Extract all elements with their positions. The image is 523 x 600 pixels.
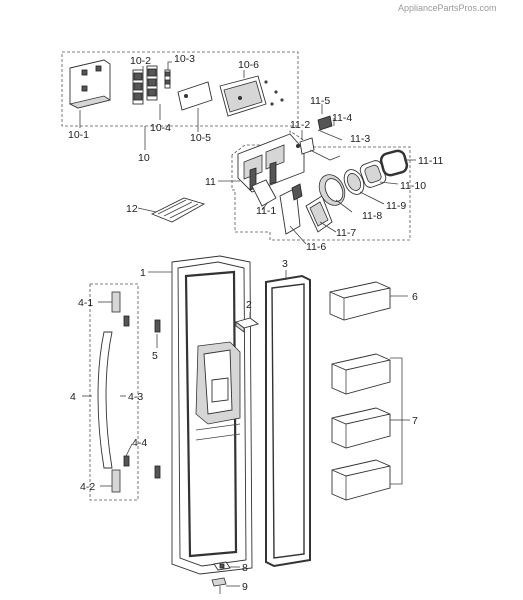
- group-11-dashed-box: [231, 130, 411, 241]
- callout-1: 1: [140, 267, 146, 279]
- group-4-handle-assembly: 4-1 4-2 4-3 4-4 4: [70, 283, 147, 501]
- callout-4: 4: [70, 391, 76, 403]
- part-11-11-seal: [379, 149, 409, 177]
- callout-11-9: 11-9: [386, 200, 406, 212]
- callout-10-2: 10-2: [130, 55, 151, 67]
- callout-11-11: 11-11: [418, 155, 443, 167]
- callout-6: 6: [412, 291, 418, 303]
- callout-11-2: 11-2: [290, 119, 310, 131]
- group-10-assembly: 10-1 10-2 10-3 10-4 10-5 10-6 10: [61, 51, 299, 164]
- door-bin-top: [331, 353, 391, 395]
- callout-10-1: 10-1: [68, 129, 89, 141]
- callout-4-3: 4-3: [128, 391, 143, 403]
- part-5-stoppers: 5: [152, 319, 161, 479]
- part-12-drip-tray: 12: [126, 197, 206, 223]
- part-8-hinge-cap: 8: [213, 561, 248, 574]
- callout-11: 11: [205, 176, 216, 188]
- callout-8: 8: [242, 562, 248, 574]
- part-11-9-ring: [343, 169, 365, 195]
- part-11-dispenser-housing: [237, 133, 305, 193]
- part-3-door-gasket: 3: [265, 258, 311, 568]
- callout-4-4: 4-4: [132, 437, 147, 449]
- group-11-dispenser-assembly: 11 11-1 11-2 11-3 11-4 11-5 11-6 11-7 11…: [205, 95, 443, 253]
- callout-11-4: 11-4: [332, 112, 352, 124]
- part-11-10-gasket: [359, 160, 387, 188]
- callout-7: 7: [412, 415, 418, 427]
- part-11-7-chute: [305, 195, 333, 233]
- callout-11-6: 11-6: [306, 241, 326, 253]
- part-10-2-switch-set: [132, 65, 158, 105]
- callout-10: 10: [138, 152, 150, 164]
- callout-5: 5: [152, 350, 158, 362]
- callout-11-8: 11-8: [362, 210, 382, 222]
- group-4-dashed-box: [89, 283, 139, 501]
- callout-2: 2: [246, 299, 252, 311]
- part-11-2-11-5-small-parts: [296, 115, 341, 161]
- part-1-door-assembly: 1: [140, 255, 253, 575]
- callout-12: 12: [126, 203, 138, 215]
- part-10-1-bracket: [68, 59, 111, 109]
- callout-11-5: 11-5: [310, 95, 330, 107]
- callout-10-5: 10-5: [190, 132, 211, 144]
- callout-10-4: 10-4: [150, 122, 171, 134]
- part-9-hinge-pin: 9: [211, 577, 248, 594]
- callout-10-3: 10-3: [174, 53, 195, 65]
- watermark: AppliancePartsPros.com: [398, 3, 497, 13]
- callout-9: 9: [242, 581, 248, 593]
- callout-4-1: 4-1: [78, 297, 93, 309]
- part-7-door-bins: 7: [331, 353, 418, 501]
- callout-11-3: 11-3: [350, 133, 370, 145]
- part-4-2-handle-cap: [111, 469, 121, 493]
- part-2-cap: 2: [235, 299, 259, 333]
- part-4-4-handle-cap: [123, 455, 130, 467]
- callout-11-1: 11-1: [256, 205, 276, 217]
- part-10-5-panel: [177, 81, 213, 111]
- part-11-8-duct: [318, 174, 346, 206]
- part-4-1-handle-cap: [111, 291, 130, 327]
- door-bin-middle: [331, 407, 391, 449]
- callout-4-2: 4-2: [80, 481, 95, 493]
- door-bin-bottom: [331, 459, 391, 501]
- callout-10-6: 10-6: [238, 59, 259, 71]
- callout-11-7: 11-7: [336, 227, 356, 239]
- part-11-1-lever: [251, 179, 277, 207]
- callout-3: 3: [282, 258, 288, 270]
- part-10-3-small-switch: [164, 69, 171, 89]
- part-10-6-cover: [219, 75, 284, 117]
- part-4-3-handle: [97, 331, 113, 469]
- part-6-upper-bin: 6: [329, 281, 418, 321]
- part-11-6-paddle: [279, 183, 303, 235]
- group-10-dashed-box: [61, 51, 299, 127]
- callout-11-10: 11-10: [400, 180, 426, 192]
